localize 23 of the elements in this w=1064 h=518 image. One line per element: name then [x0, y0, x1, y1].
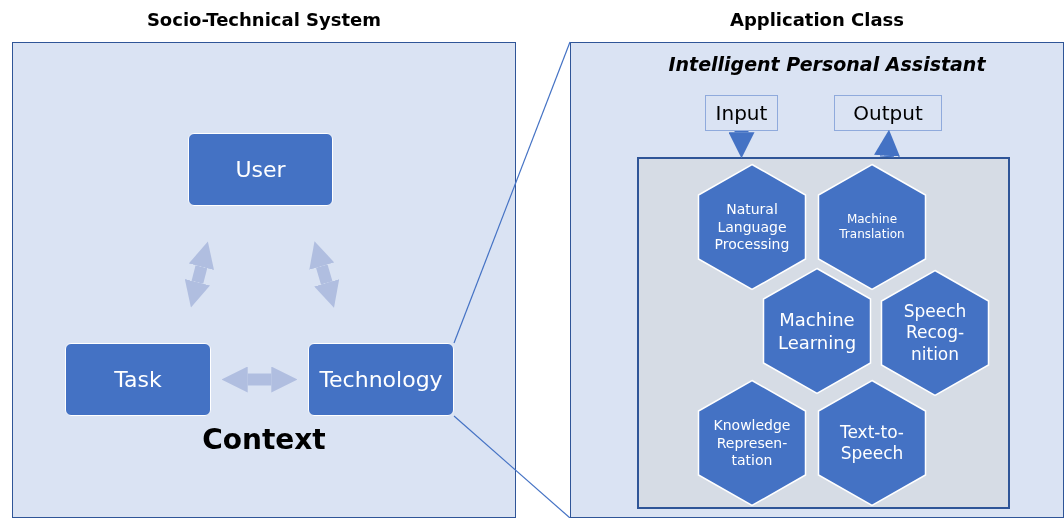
hexagon-label: Machine Translation — [838, 212, 906, 242]
block-arrow — [728, 131, 755, 159]
panel-title: Application Class — [728, 9, 905, 30]
subtitle: Intelligent Personal Assistant — [667, 53, 987, 75]
io-box: Input — [705, 95, 778, 131]
context-label: Context — [201, 423, 327, 456]
block-arrow — [184, 241, 214, 308]
panel-title: Socio-Technical System — [145, 9, 383, 30]
hexagon-label: Speech Recog- nition — [902, 301, 968, 365]
process-box: Task — [65, 343, 211, 416]
block-arrow — [309, 241, 340, 308]
process-box: Technology — [308, 343, 454, 416]
hexagon-label: Machine Learning — [776, 308, 858, 354]
block-arrow — [221, 366, 298, 393]
hexagon-label: Natural Language Processing — [713, 200, 791, 254]
process-box: User — [188, 133, 333, 206]
hexagon-label: Text-to- Speech — [838, 421, 905, 465]
block-arrow — [874, 129, 900, 158]
io-box: Output — [834, 95, 942, 131]
hexagon-label: Knowledge Represen- tation — [712, 416, 792, 470]
container-box — [637, 157, 1010, 509]
connector-line — [453, 41, 571, 344]
connector-line — [453, 415, 571, 518]
